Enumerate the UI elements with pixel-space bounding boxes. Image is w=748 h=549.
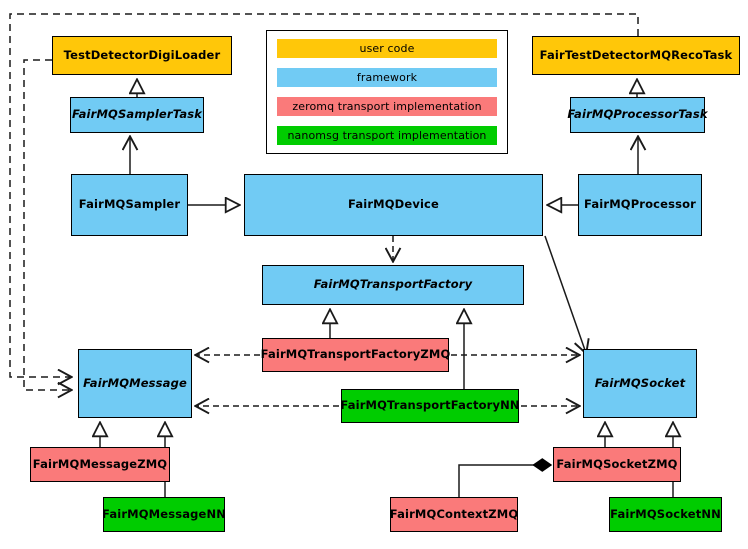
legend-item-framework: framework (277, 68, 497, 87)
class-label: FairMQProcessor (584, 197, 696, 212)
class-node-FairMQMessageNN[interactable]: FairMQMessageNN (102, 497, 226, 532)
class-label: FairMQTransportFactoryZMQ (260, 347, 451, 362)
class-label: FairMQMessageZMQ (32, 456, 168, 471)
edge-TestDetectorDigiLoader-to-FairMQMessage (23, 59, 71, 390)
edge-FairMQSocketZMQ-to-FairMQContextZMQ (458, 465, 551, 497)
legend-item-nanomsg: nanomsg transport implementation (277, 126, 497, 145)
class-label: TestDetectorDigiLoader (63, 47, 221, 62)
legend-label-user-code: user code (359, 42, 415, 55)
class-node-FairMQSampler[interactable]: FairMQSampler (71, 174, 188, 236)
class-node-FairMQDevice[interactable]: FairMQDevice (244, 174, 543, 236)
class-node-FairMQMessage[interactable]: FairMQMessage (78, 349, 192, 418)
class-node-FairMQMessageZMQ[interactable]: FairMQMessageZMQ (30, 447, 170, 482)
class-node-FairMQTransportFactoryNN[interactable]: FairMQTransportFactoryNN (340, 389, 520, 423)
class-node-FairMQSocket[interactable]: FairMQSocket (583, 349, 697, 418)
class-label: FairMQSocket (594, 375, 686, 390)
class-node-FairMQTransportFactoryZMQ[interactable]: FairMQTransportFactoryZMQ (260, 338, 451, 372)
class-label: FairMQProcessorTask (567, 107, 708, 122)
class-node-FairMQTransportFactory[interactable]: FairMQTransportFactory (262, 265, 524, 305)
class-node-FairMQContextZMQ[interactable]: FairMQContextZMQ (390, 497, 518, 532)
class-node-FairMQSocketZMQ[interactable]: FairMQSocketZMQ (553, 447, 681, 482)
class-node-FairMQProcessorTask[interactable]: FairMQProcessorTask (567, 97, 708, 133)
class-label: FairMQSamplerTask (71, 107, 203, 122)
class-label: FairMQMessageNN (102, 506, 226, 521)
legend-label-zeromq: zeromq transport implementation (292, 100, 482, 113)
class-label: FairMQSampler (78, 197, 181, 212)
class-label: FairMQTransportFactory (313, 277, 473, 292)
class-node-FairMQProcessor[interactable]: FairMQProcessor (578, 174, 702, 236)
class-label: FairMQMessage (83, 375, 187, 390)
edge-FairMQDevice-to-FairMQSocket (544, 235, 586, 353)
legend-item-zeromq: zeromq transport implementation (277, 97, 497, 116)
class-node-FairMQSocketNN[interactable]: FairMQSocketNN (609, 497, 722, 532)
class-node-TestDetectorDigiLoader[interactable]: TestDetectorDigiLoader (52, 36, 232, 75)
legend-label-framework: framework (356, 71, 418, 84)
class-label: FairMQContextZMQ (389, 506, 519, 521)
class-label: FairMQDevice (348, 197, 439, 212)
class-label: FairTestDetectorMQRecoTask (539, 47, 733, 62)
class-label: FairMQSocketNN (610, 506, 721, 521)
class-label: FairMQSocketZMQ (556, 456, 678, 471)
class-node-FairTestDetectorMQRecoTask[interactable]: FairTestDetectorMQRecoTask (532, 36, 740, 75)
legend-item-user-code: user code (277, 39, 497, 58)
class-label: FairMQTransportFactoryNN (340, 398, 520, 413)
color-legend: user code framework zeromq transport imp… (266, 30, 508, 154)
legend-label-nanomsg: nanomsg transport implementation (287, 129, 487, 142)
class-node-FairMQSamplerTask[interactable]: FairMQSamplerTask (70, 97, 204, 133)
